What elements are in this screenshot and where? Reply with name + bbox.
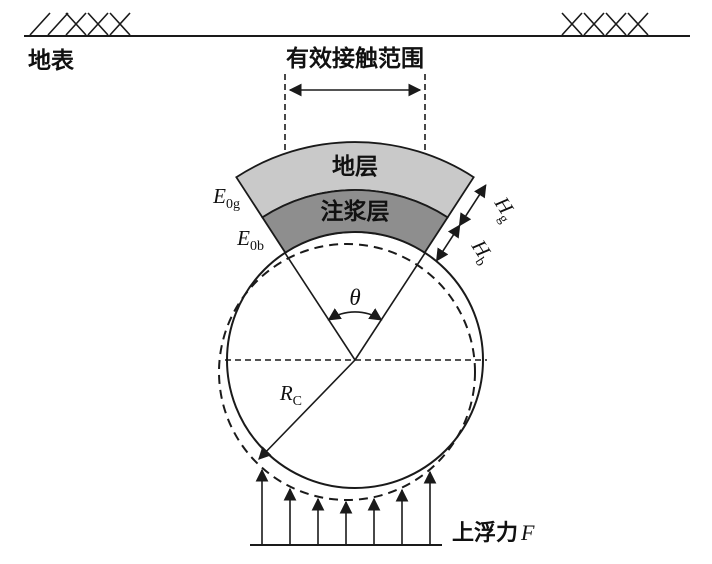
tunnel-original-circle	[218, 243, 476, 501]
modulus-grout-label: E0b	[236, 226, 264, 254]
theta-line-left	[284, 252, 356, 361]
theta-line-right	[354, 252, 426, 361]
thickness-grout-label: Hb	[463, 235, 499, 270]
ground-hatch-left	[29, 12, 131, 36]
ground-surface-label: 地表	[28, 48, 75, 73]
theta-label: θ	[349, 285, 360, 310]
thickness-strata-arrow	[458, 184, 487, 227]
radius-line	[258, 359, 356, 460]
grout-layer-label: 注浆层	[321, 198, 390, 224]
uplift-arrows	[255, 468, 437, 545]
grout-band	[261, 189, 449, 254]
theta-arc	[327, 308, 383, 321]
contact-range-label: 有效接触范围	[286, 45, 424, 71]
radius-label: RC	[279, 381, 302, 409]
thickness-strata-label: Hg	[486, 192, 522, 227]
strata-layer-label: 地层	[332, 154, 378, 179]
thickness-grout-arrow	[436, 224, 461, 262]
ground-hatch-right	[561, 12, 649, 36]
modulus-strata-label: E0g	[212, 184, 240, 212]
